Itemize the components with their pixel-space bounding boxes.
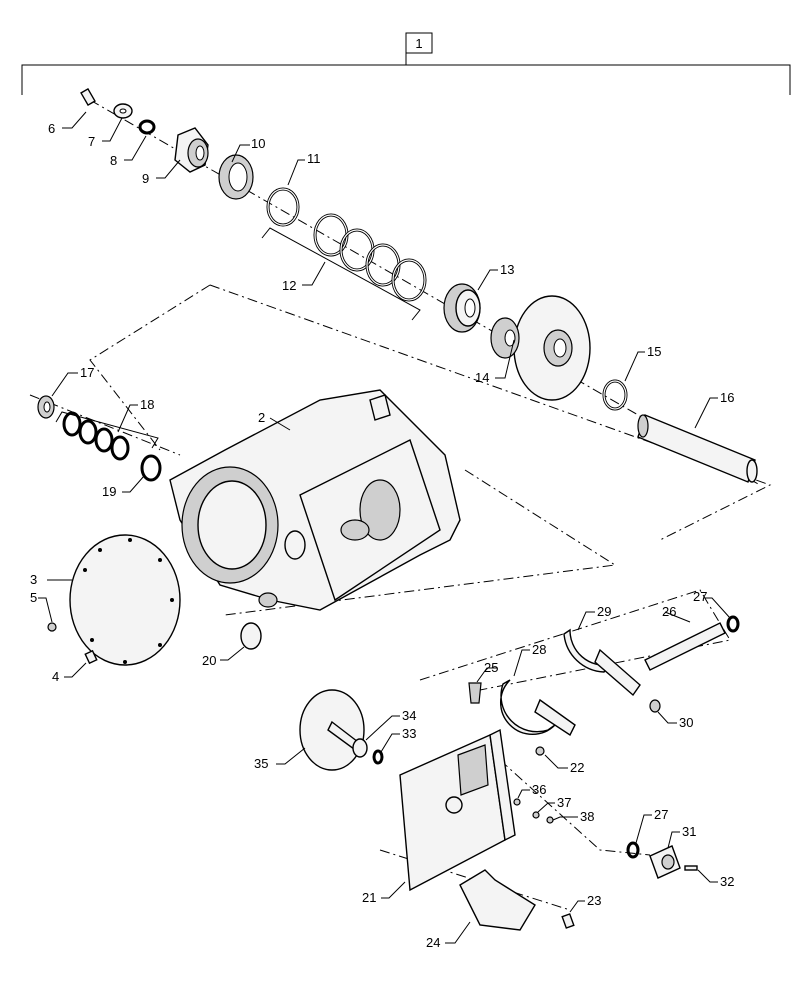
detent-plate-part-35 [299,689,365,771]
vent-part-25 [468,682,482,704]
callout-7: 7 [88,134,95,149]
pin-part-32 [684,865,698,871]
callout-labels: 6 7 8 9 10 11 12 13 14 15 16 17 18 19 2 … [30,121,734,950]
callout-20: 20 [202,653,216,668]
callout-29: 29 [597,604,611,619]
callout-33: 33 [402,726,416,741]
callout-12: 12 [282,278,296,293]
callout-27b: 27 [654,807,668,822]
callout-16: 16 [720,390,734,405]
cover-plate-part-21 [399,728,516,892]
callout-38: 38 [580,809,594,824]
washer-part-34 [352,738,368,758]
callout-28: 28 [532,642,546,657]
callout-37: 37 [557,795,571,810]
callout-8: 8 [110,153,117,168]
plug-part-5 [47,622,57,632]
seal-part-10 [218,154,254,200]
group-bracket: 1 [21,32,791,95]
leader-lines [38,111,731,944]
callout-32: 32 [720,874,734,889]
callout-15: 15 [647,344,661,359]
snap-ring-part-15 [602,379,628,411]
callout-5: 5 [30,590,37,605]
callout-21: 21 [362,890,376,905]
callout-36: 36 [532,782,546,797]
pin-part-30 [649,699,661,713]
rod-part-26 [644,622,726,671]
bearing-part-13 [443,283,481,333]
ring-part-33 [372,749,384,765]
seal-part-17 [37,395,55,419]
callout-9: 9 [142,171,149,186]
callout-22: 22 [570,760,584,775]
sleeve-part-31 [649,845,681,879]
callout-25: 25 [484,660,498,675]
callout-19: 19 [102,484,116,499]
rings-part-18 [55,411,159,461]
callout-13: 13 [500,262,514,277]
snap-ring-part-8 [138,119,156,135]
snap-ring-part-19 [140,454,162,482]
flange-part-9 [174,127,209,173]
bracket-part-24 [459,869,536,931]
callout-10: 10 [251,136,265,151]
bolt-part-22 [535,746,545,756]
callout-3: 3 [30,572,37,587]
callout-24: 24 [426,935,440,950]
clip-part-27b [626,841,640,859]
shift-fork-part-29 [563,628,641,697]
callout-14: 14 [475,370,489,385]
callout-6: 6 [48,121,55,136]
callout-2: 2 [258,410,265,425]
group-label-box [405,32,433,54]
bolt-part-4 [84,649,98,665]
snap-ring-part-11 [266,187,300,227]
clip-part-27a [726,615,740,633]
callout-18: 18 [140,397,154,412]
callout-4: 4 [52,669,59,684]
callout-34: 34 [402,708,416,723]
callout-35: 35 [254,756,268,771]
callout-31: 31 [682,824,696,839]
cover-part-3 [69,534,181,666]
bolt-part-23 [561,913,575,929]
washer-part-7 [113,103,133,119]
callout-27a: 27 [693,589,707,604]
shaft-part-16 [637,414,758,483]
plug-part-20 [240,622,262,650]
gear-part-14 [490,295,591,401]
detent-parts-36-38 [513,798,554,824]
housing-part-2 [169,389,461,611]
callout-30: 30 [679,715,693,730]
group-label: 1 [415,36,422,51]
shim-rings-part-12 [261,213,427,321]
callout-23: 23 [587,893,601,908]
callout-17: 17 [80,365,94,380]
callout-11: 11 [307,151,321,166]
shift-fork-part-28 [500,679,576,737]
bolt-part-6 [80,87,96,107]
callout-26: 26 [662,604,676,619]
